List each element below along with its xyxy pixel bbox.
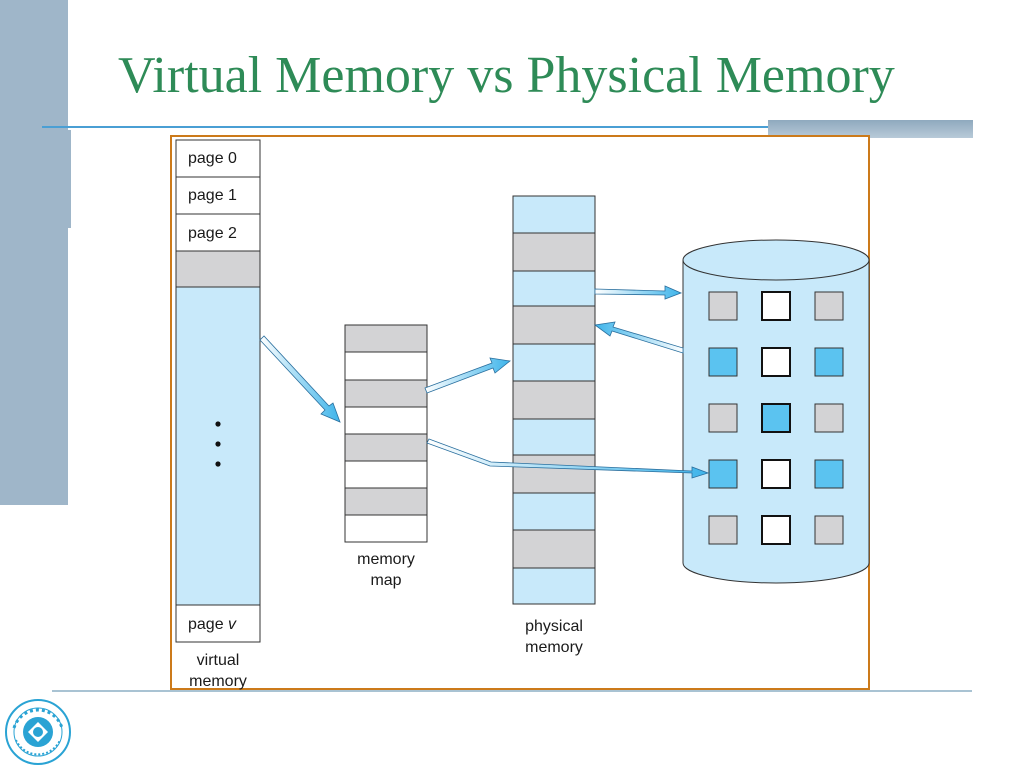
physical-frame-gray — [512, 454, 596, 494]
map-entry — [344, 379, 428, 408]
memory-map-caption-1: memory — [357, 551, 415, 568]
disk-block — [708, 515, 738, 545]
university-seal-icon — [5, 699, 71, 765]
disk-block — [814, 515, 844, 545]
map-entry — [344, 460, 428, 489]
virtual-page-1 — [175, 176, 261, 215]
left-accent-notch — [68, 130, 71, 228]
university-logo — [4, 698, 72, 766]
arrow-physical-to-disk — [594, 285, 683, 300]
virtual-page-v — [175, 604, 261, 643]
arrow-virtual-to-map — [259, 335, 341, 423]
virtual-page-1-label: page 1 — [188, 187, 237, 204]
disk-cylinder — [682, 239, 870, 584]
ellipsis-dot-3 — [215, 461, 221, 467]
disk-top — [682, 239, 870, 281]
disk-block — [708, 459, 738, 489]
arrow-map-to-disk — [426, 438, 710, 479]
physical-frame-gray — [512, 305, 596, 345]
disk-block — [814, 459, 844, 489]
virtual-page-gray — [175, 250, 261, 288]
disk-block — [761, 291, 791, 321]
map-entry — [344, 514, 428, 543]
disk-block — [708, 403, 738, 433]
disk-block — [814, 291, 844, 321]
virtual-memory-caption-1: virtual — [197, 652, 240, 669]
ellipsis-dot-1 — [215, 421, 221, 427]
disk-block — [708, 291, 738, 321]
map-entry — [344, 406, 428, 435]
slide-title: Virtual Memory vs Physical Memory — [118, 47, 895, 104]
footer-divider — [52, 690, 972, 692]
disk-block — [761, 459, 791, 489]
left-accent-bar — [0, 0, 68, 505]
arrow-map-to-physical — [424, 357, 511, 394]
physical-frame-gray — [512, 232, 596, 272]
physical-frame-gray — [512, 529, 596, 569]
disk-block — [761, 347, 791, 377]
disk-block — [814, 347, 844, 377]
virtual-page-v-label: page v — [188, 616, 237, 633]
memory-map-caption-2: map — [370, 572, 401, 589]
map-entry — [344, 487, 428, 516]
arrow-disk-to-physical — [593, 321, 684, 354]
disk-block — [761, 515, 791, 545]
physical-memory-caption-1: physical — [525, 618, 583, 635]
virtual-memory-column: page 0 page 1 page 2 page v virtual memo… — [175, 139, 261, 690]
memory-diagram-svg: page 0 page 1 page 2 page v virtual memo… — [175, 139, 870, 690]
virtual-page-2-label: page 2 — [188, 225, 237, 242]
virtual-page-0 — [175, 139, 261, 178]
mapping-arrows — [259, 285, 710, 479]
map-entry — [344, 324, 428, 353]
map-entry — [344, 433, 428, 462]
title-divider-tab — [768, 120, 973, 138]
virtual-page-2 — [175, 213, 261, 252]
memory-map: memory map — [344, 324, 428, 589]
physical-frame-gray — [512, 380, 596, 420]
title-divider — [42, 126, 970, 128]
map-entry — [344, 351, 428, 381]
disk-block — [708, 347, 738, 377]
physical-memory-caption-2: memory — [525, 639, 583, 656]
virtual-memory-caption-2: memory — [189, 673, 247, 690]
physical-memory-column: physical memory — [512, 195, 596, 656]
virtual-page-0-label: page 0 — [188, 150, 237, 167]
ellipsis-dot-2 — [215, 441, 221, 447]
memory-diagram: page 0 page 1 page 2 page v virtual memo… — [170, 135, 870, 690]
disk-block — [761, 403, 791, 433]
disk-block — [814, 403, 844, 433]
